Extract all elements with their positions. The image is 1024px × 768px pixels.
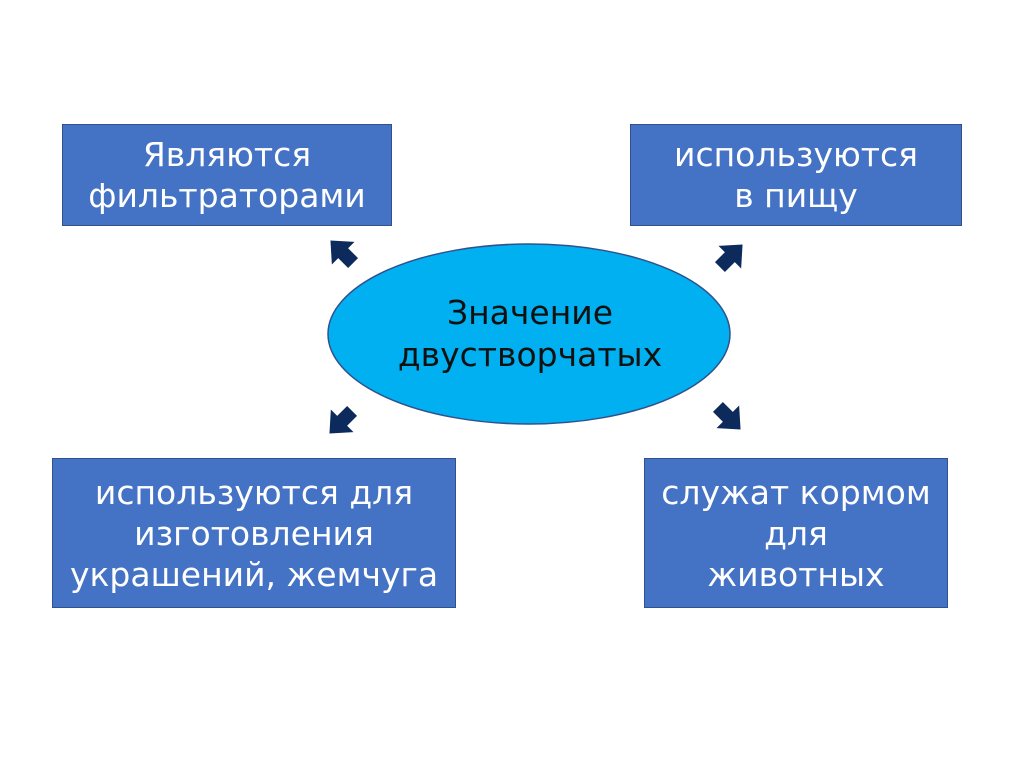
- arrow-to-bottom-left: [318, 399, 364, 445]
- center-label-line-1: Значение: [446, 293, 614, 332]
- box-used-as-food: используются в пищу: [630, 124, 962, 226]
- box-jewelry-pearls-line-2: изготовления: [134, 513, 374, 553]
- box-jewelry-pearls: используются для изготовления украшений,…: [52, 458, 456, 608]
- center-label-line-2: двустворчатых: [397, 335, 663, 374]
- box-animal-feed-line-3: животных: [707, 554, 885, 594]
- box-animal-feed-line-1: служат кормом: [661, 472, 931, 512]
- box-filter-feeders: Являются фильтраторами: [62, 124, 392, 226]
- center-ellipse-shape: [327, 243, 731, 425]
- box-used-as-food-line-2: в пищу: [734, 176, 858, 215]
- center-label: Значение двустворчатых: [330, 284, 730, 384]
- box-jewelry-pearls-line-1: используются для: [94, 472, 414, 512]
- box-jewelry-pearls-line-3: украшений, жемчуга: [69, 554, 439, 594]
- arrow-to-top-right: [708, 233, 754, 279]
- arrow-to-bottom-right: [706, 395, 752, 441]
- box-animal-feed-line-2: для: [764, 513, 828, 553]
- box-used-as-food-line-1: используются: [674, 135, 918, 174]
- box-animal-feed: служат кормом для животных: [644, 458, 948, 608]
- arrow-to-top-left: [319, 229, 365, 275]
- box-filter-feeders-line-1: Являются: [142, 135, 312, 174]
- box-filter-feeders-line-2: фильтраторами: [88, 176, 366, 215]
